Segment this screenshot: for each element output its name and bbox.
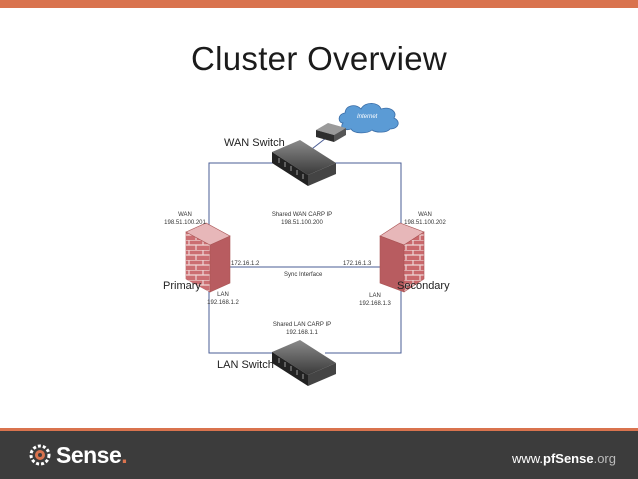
- website-link[interactable]: www.pfSense.org: [512, 451, 616, 466]
- secondary-node-label: Secondary: [397, 280, 450, 292]
- lan-switch-icon: [272, 340, 336, 386]
- lan-switch-label: LAN Switch: [217, 359, 274, 371]
- website-suffix: .org: [593, 451, 616, 466]
- primary-lan-label: LAN 192.168.1.2: [200, 291, 246, 307]
- logo-dot: .: [121, 441, 128, 468]
- website-prefix: www.: [511, 451, 544, 466]
- primary-sync-ip: 172.16.1.2: [231, 261, 260, 267]
- sync-interface-label: Sync Interface: [284, 272, 323, 278]
- secondary-lan-label: LAN 192.168.1.3: [352, 292, 398, 308]
- primary-wan-label: WAN 198.51.100.201: [160, 211, 210, 227]
- shared-wan-title: Shared WAN CARP IP: [271, 212, 333, 218]
- logo-main-text: Sense: [56, 441, 122, 468]
- link-lan-primary: [208, 282, 275, 354]
- website-brand: pfSense: [543, 451, 594, 466]
- primary-lan-title: LAN: [217, 292, 229, 298]
- shared-wan-ip: 198.51.100.200: [281, 220, 323, 226]
- network-diagram: [185, 102, 425, 386]
- pfsense-gear-icon: [29, 444, 51, 466]
- network-links: [208, 137, 402, 354]
- shared-lan-ip: 192.168.1.1: [286, 330, 318, 336]
- pfsense-logo: Sense.: [28, 441, 128, 469]
- primary-firewall-icon: [185, 222, 231, 293]
- secondary-wan-title: WAN: [418, 212, 432, 218]
- primary-wan-title: WAN: [178, 212, 192, 218]
- wan-switch-icon: [272, 140, 336, 186]
- secondary-sync-ip: 172.16.1.3: [343, 261, 372, 267]
- shared-lan-carp-label: Shared LAN CARP IP 192.168.1.1: [262, 321, 342, 337]
- slide-title: Cluster Overview: [190, 40, 448, 77]
- top-accent-bar: [0, 0, 638, 8]
- secondary-lan-ip: 192.168.1.3: [359, 301, 391, 307]
- link-wan-secondary: [325, 162, 402, 240]
- link-lan-secondary: [325, 282, 402, 354]
- wan-switch-label: WAN Switch: [224, 137, 285, 149]
- secondary-wan-ip: 198.51.100.202: [404, 220, 446, 226]
- primary-wan-ip: 198.51.100.201: [164, 220, 206, 226]
- secondary-wan-label: WAN 198.51.100.202: [400, 211, 450, 227]
- internet-label: Internet: [357, 114, 378, 120]
- logo-wordmark: Sense.: [56, 441, 128, 469]
- shared-lan-title: Shared LAN CARP IP: [272, 322, 332, 328]
- footer-bar: Sense. www.pfSense.org: [0, 428, 638, 479]
- link-wan-primary: [208, 162, 275, 240]
- secondary-lan-title: LAN: [369, 293, 381, 299]
- primary-lan-ip: 192.168.1.2: [207, 300, 239, 306]
- internet-cloud-icon: [338, 102, 399, 134]
- primary-node-label: Primary: [163, 280, 201, 292]
- shared-wan-carp-label: Shared WAN CARP IP 198.51.100.200: [262, 211, 342, 227]
- secondary-firewall-icon: [379, 222, 425, 293]
- internet-router-icon: [316, 123, 346, 142]
